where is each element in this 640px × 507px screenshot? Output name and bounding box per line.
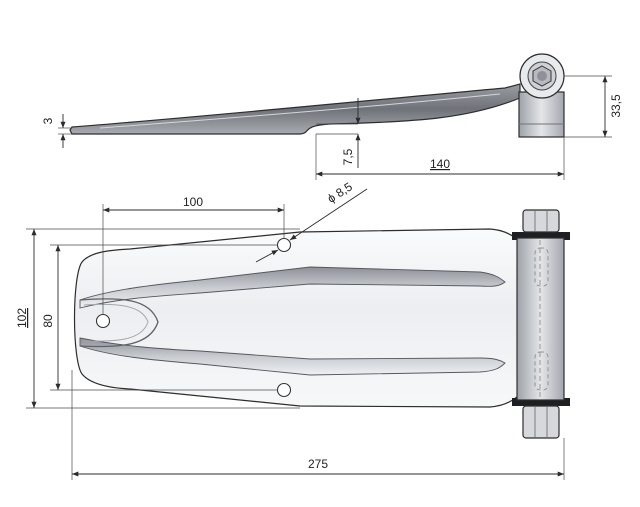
dim-hole-spacing: 100 <box>183 195 203 209</box>
dim-overall-width: 102 <box>15 308 29 328</box>
top-view-slot <box>79 298 159 348</box>
dim-side-length: 140 <box>430 157 450 171</box>
top-nut <box>522 209 560 233</box>
top-view-dimensions: 100 ϕ 8,5 102 80 275 <box>15 179 565 480</box>
top-view <box>73 209 570 439</box>
side-view-knuckle <box>518 53 565 138</box>
mounting-hole-bottom <box>276 382 292 398</box>
top-view-lower-rib <box>79 337 506 376</box>
mounting-hole-top <box>276 237 292 253</box>
top-view-upper-rib <box>79 266 506 309</box>
dim-hole-span: 80 <box>41 314 55 328</box>
dim-offset: 7,5 <box>341 148 355 165</box>
bottom-nut <box>522 405 560 439</box>
side-view <box>69 53 565 138</box>
side-view-leaf <box>69 83 521 135</box>
dim-overall-length: 275 <box>308 457 328 471</box>
dim-thickness: 3 <box>41 117 55 124</box>
mounting-hole-left <box>95 313 111 329</box>
top-view-leaf <box>73 228 523 408</box>
dim-hole-diameter: ϕ 8,5 <box>325 179 355 205</box>
top-view-knuckle <box>512 209 570 439</box>
dim-knuckle-height: 33,5 <box>609 94 623 118</box>
side-view-dimensions: 3 7,5 140 33,5 <box>41 75 623 180</box>
